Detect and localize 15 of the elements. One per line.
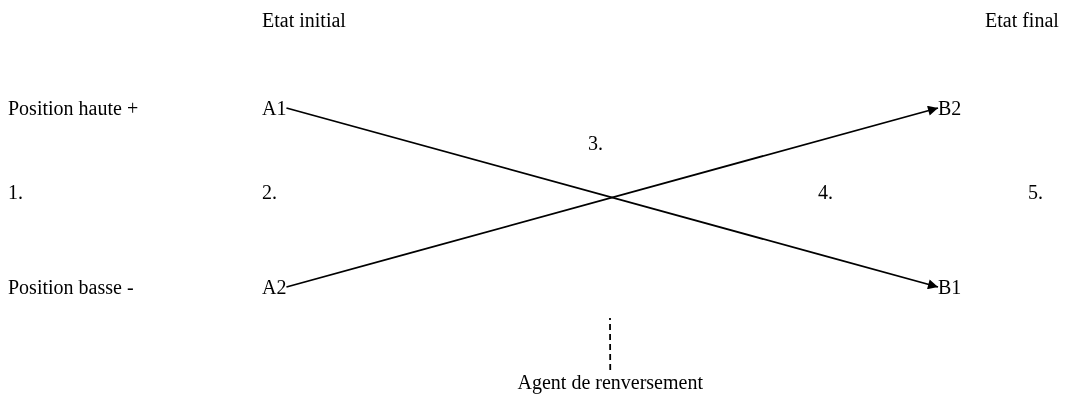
node-label: Agent de renversement — [517, 370, 703, 394]
leader-line — [609, 317, 612, 371]
node-label: A2 — [262, 275, 287, 299]
row-label: Position haute + — [8, 96, 139, 120]
column-heading: Etat initial — [262, 8, 346, 32]
column-heading: Etat final — [985, 8, 1059, 32]
node-label: B1 — [938, 275, 962, 299]
step-number: 1. — [8, 180, 23, 204]
node-label: A1 — [262, 96, 287, 120]
step-number: 2. — [262, 180, 277, 204]
step-number: 5. — [1028, 180, 1043, 204]
step-number: 3. — [588, 131, 603, 155]
row-label: Position basse - — [8, 275, 134, 299]
node-label: B2 — [938, 96, 962, 120]
step-number: 4. — [818, 180, 833, 204]
